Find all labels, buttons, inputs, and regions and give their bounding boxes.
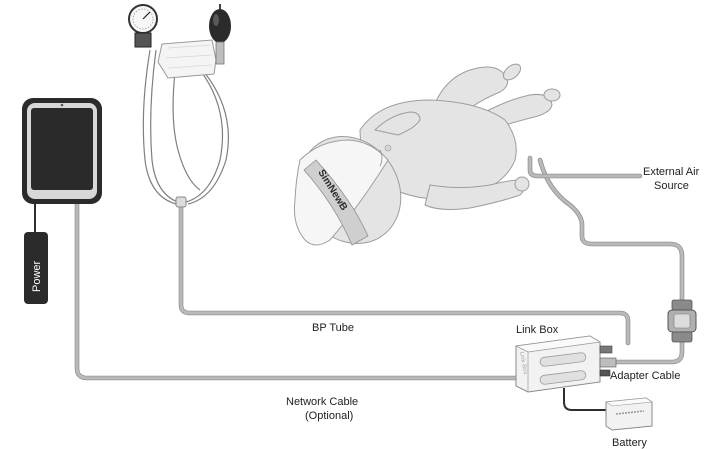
network-cable-line xyxy=(74,202,528,381)
bp-tube-line xyxy=(178,202,631,346)
bulb-valve xyxy=(215,41,225,65)
link-box-port-3 xyxy=(599,369,611,377)
network-cable-label-line2: (Optional) xyxy=(305,410,353,422)
hat-band xyxy=(303,159,369,246)
cuff-hose-1 xyxy=(185,69,223,203)
link-box-device: Link Box xyxy=(514,335,617,393)
tablet-screen xyxy=(31,108,93,190)
adapter-cable-label: Adapter Cable xyxy=(610,370,680,382)
link-box-panel-2 xyxy=(539,370,587,385)
labels: External Air Source BP Tube Link Box Ada… xyxy=(286,166,700,449)
external-air-label-line1: External Air xyxy=(643,166,700,178)
manikin-foot-lower xyxy=(543,88,561,102)
link-box-panel-1 xyxy=(539,352,587,367)
link-box-label: Link Box xyxy=(516,324,559,336)
network-cable-label-line1: Network Cable xyxy=(286,396,358,408)
cuff-hose-2 xyxy=(187,71,229,205)
manikin-umbilical-line xyxy=(537,157,685,365)
connections xyxy=(34,155,685,411)
battery-cable xyxy=(563,388,606,411)
power-adapter: Power xyxy=(24,232,48,304)
bp-cuff xyxy=(157,39,217,79)
cuff-hose-3 xyxy=(172,71,201,191)
external-air-line xyxy=(527,155,643,179)
gauge-hose-1 xyxy=(142,49,182,206)
manikin-hand-lower xyxy=(514,176,530,192)
blood-pressure-set xyxy=(128,4,231,208)
battery-device xyxy=(605,397,653,431)
manikin-arm-upper xyxy=(373,111,421,136)
inflation-bulb xyxy=(209,9,231,43)
link-box-side-text: Link Box xyxy=(518,351,528,375)
power-label: Power xyxy=(31,260,43,292)
external-air-label-line2: Source xyxy=(654,180,689,192)
link-box-port-1 xyxy=(599,345,613,354)
link-box-port-2 xyxy=(599,357,617,368)
gauge-clip xyxy=(134,32,152,48)
tablet-device xyxy=(22,98,102,204)
air-adapter xyxy=(667,299,697,343)
infant-manikin: SimNewB xyxy=(294,63,561,246)
bp-tube-label: BP Tube xyxy=(312,322,354,334)
gauge-hose-2 xyxy=(150,49,182,204)
power-brick xyxy=(24,232,48,304)
battery-label: Battery xyxy=(612,437,647,449)
bp-connector xyxy=(175,196,187,208)
manikin-foot-upper xyxy=(502,63,522,81)
gauge-needle xyxy=(142,11,151,20)
